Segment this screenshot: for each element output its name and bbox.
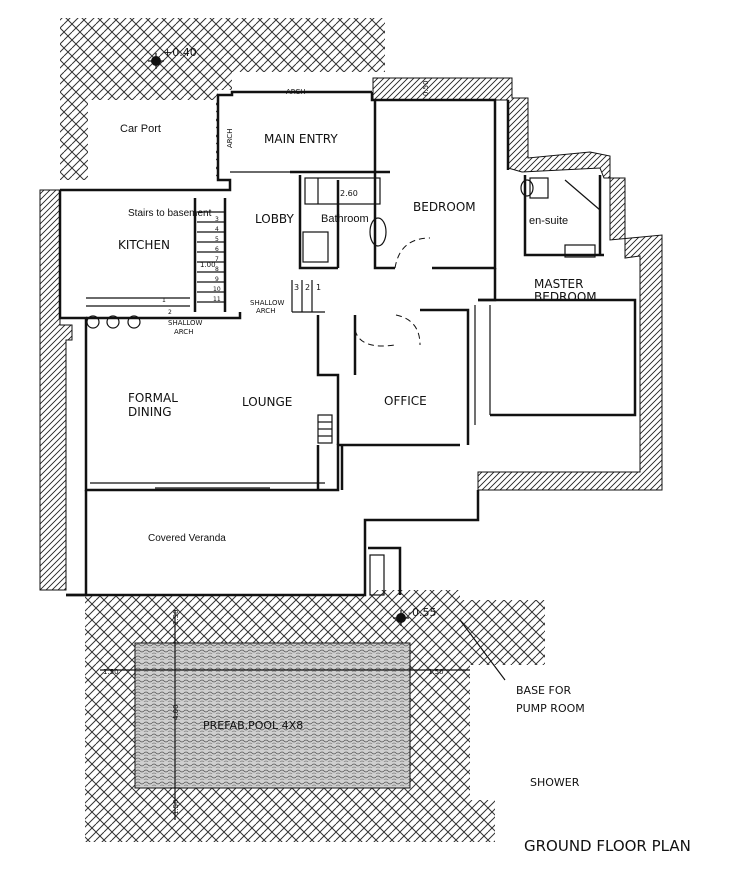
door-swings — [354, 237, 431, 347]
pump-room-label-1: BASE FOR — [516, 684, 571, 697]
shallow-arch-2: SHALLOW — [168, 319, 203, 327]
arch-side-note: ARCH — [226, 129, 234, 148]
stair-num: 5 — [215, 236, 219, 243]
stair-num: 10 — [213, 286, 221, 293]
dim-100: 1.00 — [200, 261, 216, 269]
formal-label-1: FORMAL — [128, 391, 178, 405]
dim-150-bottom: 1.50 — [172, 799, 180, 815]
shower-label: SHOWER — [530, 776, 580, 789]
car-port-label: Car Port — [120, 123, 161, 135]
veranda-label: Covered Veranda — [148, 533, 226, 544]
details — [86, 171, 601, 596]
level-bottom-label: -0.55 — [408, 606, 436, 619]
dim-260: 2.60 — [340, 189, 358, 198]
level-marker-bottom — [393, 610, 409, 626]
en-suite-label: en-suite — [529, 215, 568, 227]
entry-step-1: 1 — [316, 283, 321, 292]
stair-num: 3 — [215, 216, 219, 223]
paving-top — [60, 18, 385, 180]
pool — [134, 642, 411, 789]
stair-num: 1 — [162, 297, 166, 304]
arch-top-note: ARCH — [286, 88, 305, 96]
shallow-arch-1: SHALLOW — [250, 299, 285, 307]
plan-title: GROUND FLOOR PLAN — [524, 837, 691, 855]
master-label-2: BEDROOM — [534, 290, 597, 304]
stair-numbers: 11 10 9 8 7 6 5 4 3 2 1 — [162, 216, 221, 316]
stair-num: 4 — [215, 226, 219, 233]
office-label: OFFICE — [384, 394, 427, 408]
kitchen-label: KITCHEN — [118, 238, 170, 252]
lobby-label: LOBBY — [255, 212, 295, 226]
dim-150-right: 1.50 — [428, 668, 444, 676]
dim-400: 4.00 — [172, 704, 180, 720]
lounge-label: LOUNGE — [242, 395, 292, 409]
pool-label: PREFAB.POOL 4X8 — [203, 719, 303, 732]
shallow-arch-1b: ARCH — [256, 307, 275, 315]
level-marker-top — [148, 53, 164, 69]
stair-num: 6 — [215, 246, 219, 253]
level-top-label: +0.40 — [163, 46, 197, 59]
stairs-treads — [197, 211, 225, 303]
stair-num: 2 — [168, 309, 172, 316]
stairs-label: Stairs to basement — [128, 208, 212, 219]
entry-steps — [291, 280, 325, 313]
stair-num: 9 — [215, 276, 219, 283]
formal-label-2: DINING — [128, 405, 172, 419]
pool-dimensions — [100, 610, 470, 820]
dim-150-top: 1.50 — [172, 609, 180, 625]
master-label-1: MASTER — [534, 277, 583, 291]
shallow-arch-2b: ARCH — [174, 328, 193, 336]
entry-step-3: 3 — [294, 283, 299, 292]
stair-num: 7 — [215, 256, 219, 263]
pump-room-label-2: PUMP ROOM — [516, 702, 585, 715]
walls — [58, 90, 637, 597]
main-entry-label: MAIN ENTRY — [264, 132, 338, 146]
pump-room-leader — [459, 619, 506, 681]
bathroom-label: Bathroom — [321, 213, 369, 225]
dim-050: 0.50 — [422, 80, 430, 96]
stair-num: 8 — [215, 266, 219, 273]
bedroom-label: BEDROOM — [413, 200, 476, 214]
stair-num: 11 — [213, 296, 221, 303]
dim-150-left: 1.50 — [103, 668, 119, 676]
entry-step-2: 2 — [305, 283, 310, 292]
